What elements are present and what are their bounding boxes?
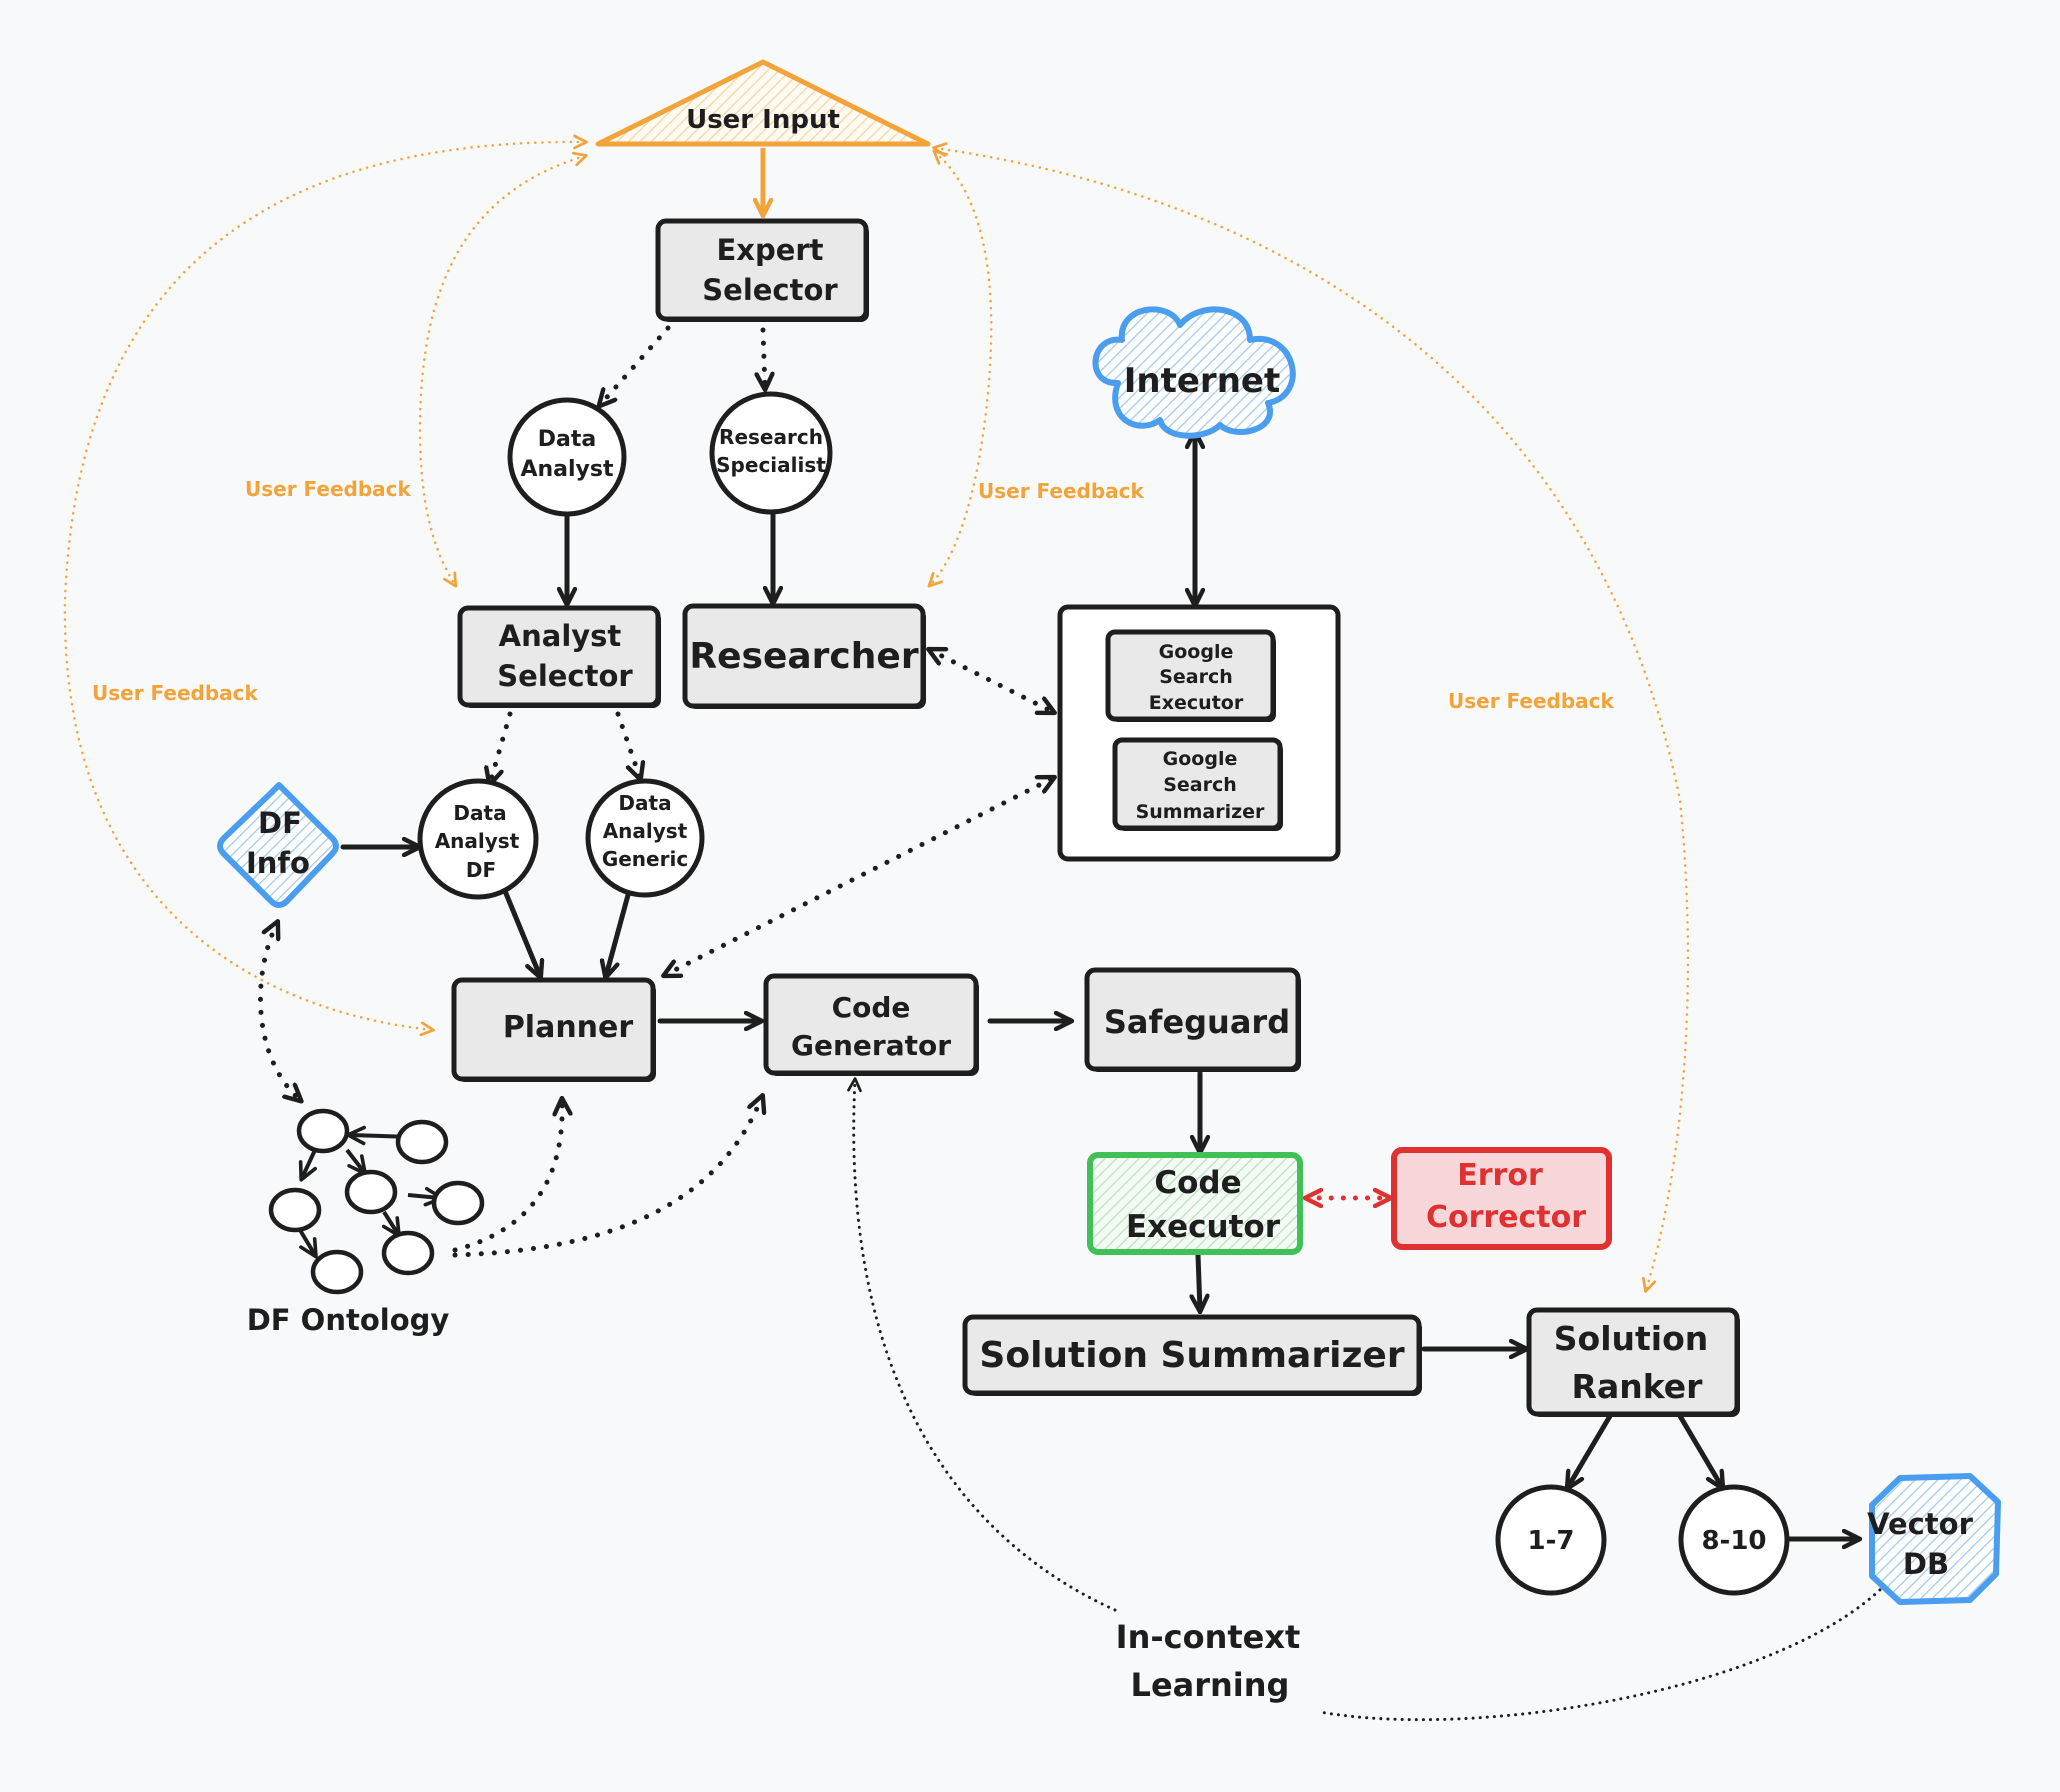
safeguard-node: Safeguard (1084, 967, 1301, 1072)
gss-line-3: Summarizer (1136, 801, 1265, 823)
expert-selector-node: Expert Selector (655, 218, 869, 322)
user-input-label: User Input (686, 105, 840, 135)
da-gen-line-1: Data (618, 791, 671, 815)
research-specialist-line-1: Research (719, 425, 823, 449)
da-gen-line-2: Analyst (603, 819, 688, 843)
error-corrector-line-1: Error (1457, 1158, 1543, 1193)
vector-db-node: Vector DB (1867, 1473, 2001, 1605)
researcher-node: Researcher (682, 603, 926, 709)
code-generator-line-2: Generator (791, 1029, 951, 1062)
code-executor-line-2: Executor (1126, 1209, 1281, 1245)
gse-line-1: Google (1159, 641, 1234, 663)
error-corrector-node: Error Corrector (1391, 1147, 1612, 1250)
planner-node: Planner (451, 977, 656, 1082)
gss-line-2: Search (1163, 774, 1237, 796)
rank-high-node: 8-10 (1678, 1484, 1790, 1596)
internet-label: Internet (1124, 361, 1280, 401)
df-info-node: DF Info (217, 782, 339, 908)
df-ontology-graph (268, 1108, 485, 1295)
data-analyst-line-2: Analyst (520, 457, 614, 482)
solution-summarizer-node: Solution Summarizer (962, 1314, 1422, 1396)
user-feedback-label-3: User Feedback (978, 479, 1145, 503)
df-info-line-1: DF (258, 806, 302, 840)
solution-summarizer-label: Solution Summarizer (979, 1335, 1404, 1376)
vector-db-line-2: DB (1903, 1547, 1949, 1581)
analyst-selector-line-1: Analyst (499, 619, 622, 653)
da-df-line-2: Analyst (435, 829, 520, 853)
solution-ranker-line-1: Solution (1554, 1319, 1709, 1358)
expert-selector-line-1: Expert (716, 233, 823, 267)
google-search-container: Google Search Executor Google Search Sum… (1057, 604, 1341, 862)
code-generator-node: Code Generator (763, 973, 979, 1076)
user-input-node: User Input (595, 59, 931, 147)
da-df-line-3: DF (466, 858, 496, 882)
researcher-label: Researcher (689, 636, 918, 677)
in-context-learning-line-2: Learning (1131, 1666, 1290, 1704)
user-feedback-label-2: User Feedback (92, 681, 259, 705)
user-feedback-edges (63, 134, 1690, 1293)
data-analyst-node: Data Analyst (507, 397, 627, 517)
error-corrector-line-2: Corrector (1426, 1200, 1586, 1235)
rank-low-label: 1-7 (1528, 1526, 1575, 1556)
code-executor-line-1: Code (1154, 1165, 1241, 1201)
google-search-executor-node: Google Search Executor (1105, 629, 1276, 722)
analyst-selector-line-2: Selector (497, 659, 633, 693)
da-df-line-1: Data (453, 801, 506, 825)
rank-low-node: 1-7 (1495, 1484, 1607, 1596)
edges (257, 148, 1858, 1539)
gse-line-3: Executor (1149, 692, 1244, 714)
vector-db-line-1: Vector (1867, 1507, 1974, 1541)
gse-line-2: Search (1159, 666, 1233, 688)
internet-node: Internet (1092, 306, 1296, 439)
df-ontology-label: DF Ontology (247, 1303, 450, 1337)
analyst-selector-node: Analyst Selector (457, 605, 661, 708)
user-feedback-label-4: User Feedback (1448, 689, 1615, 713)
df-info-line-2: Info (246, 846, 310, 880)
code-generator-line-1: Code (832, 991, 911, 1024)
research-specialist-line-2: Specialist (716, 453, 826, 477)
solution-ranker-line-2: Ranker (1572, 1367, 1704, 1406)
user-feedback-label-1: User Feedback (245, 477, 412, 501)
da-gen-line-3: Generic (602, 847, 688, 871)
research-specialist-node: Research Specialist (709, 391, 833, 515)
data-analyst-line-1: Data (538, 427, 596, 452)
code-executor-node: Code Executor (1087, 1152, 1303, 1255)
rank-high-label: 8-10 (1701, 1526, 1766, 1556)
learning-to-code-generator-edge (847, 1077, 1117, 1612)
solution-ranker-node: Solution Ranker (1526, 1307, 1740, 1417)
vector-db-to-learning-edge (1318, 1583, 1887, 1722)
google-search-summarizer-node: Google Search Summarizer (1112, 737, 1283, 831)
data-analyst-df-node: Data Analyst DF (417, 778, 539, 900)
data-analyst-generic-node: Data Analyst Generic (585, 778, 705, 898)
safeguard-label: Safeguard (1104, 1003, 1290, 1041)
gss-line-1: Google (1163, 748, 1238, 770)
in-context-learning-line-1: In-context (1116, 1618, 1301, 1656)
planner-label: Planner (503, 1010, 634, 1045)
expert-selector-line-2: Selector (702, 273, 838, 307)
